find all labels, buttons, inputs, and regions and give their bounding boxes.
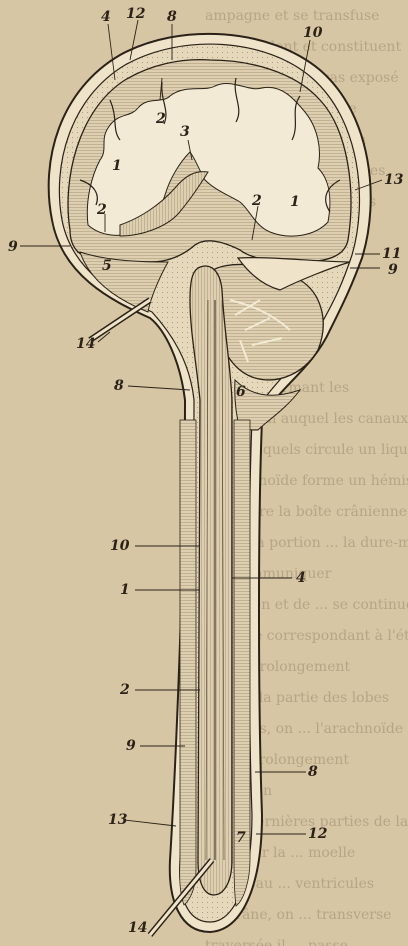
label-top-10: 10	[303, 25, 323, 41]
label-bottom-13: 13	[108, 812, 128, 828]
label-right-13: 13	[384, 172, 404, 188]
label-cord-7: 7	[236, 830, 246, 846]
label-left-10: 10	[110, 538, 130, 554]
label-top-12: 12	[126, 6, 146, 22]
label-top-4: 4	[101, 9, 111, 25]
label-left-8: 8	[114, 378, 124, 394]
label-bottom-14: 14	[128, 920, 147, 936]
label-right-8: 8	[308, 764, 318, 780]
label-left-9: 9	[8, 239, 18, 255]
label-left-1: 1	[120, 582, 130, 598]
label-pons-6: 6	[236, 384, 246, 400]
label-right-9: 9	[388, 262, 398, 278]
label-brain-1-left: 1	[112, 158, 122, 174]
label-left-2: 2	[119, 682, 130, 698]
label-left-14-top: 14	[76, 336, 95, 352]
label-left-9-lower: 9	[126, 738, 136, 754]
label-brain-2-top: 2	[155, 111, 166, 127]
label-right-11: 11	[382, 246, 401, 262]
label-right-4: 4	[296, 570, 306, 586]
background-text-line: traversée il ... passe	[205, 938, 348, 946]
label-brain-3: 3	[180, 124, 190, 140]
label-bottom-12: 12	[308, 826, 328, 842]
label-brain-2-left: 2	[96, 202, 107, 218]
label-brain-1-right: 1	[290, 194, 300, 210]
label-brain-5: 5	[102, 258, 112, 274]
label-top-8: 8	[167, 9, 177, 25]
background-text-line: ampagne et se transfuse	[205, 8, 379, 24]
cord-subarachnoid-space	[180, 420, 196, 905]
upper-tube-inner	[90, 300, 150, 340]
label-brain-2-right: 2	[251, 193, 262, 209]
